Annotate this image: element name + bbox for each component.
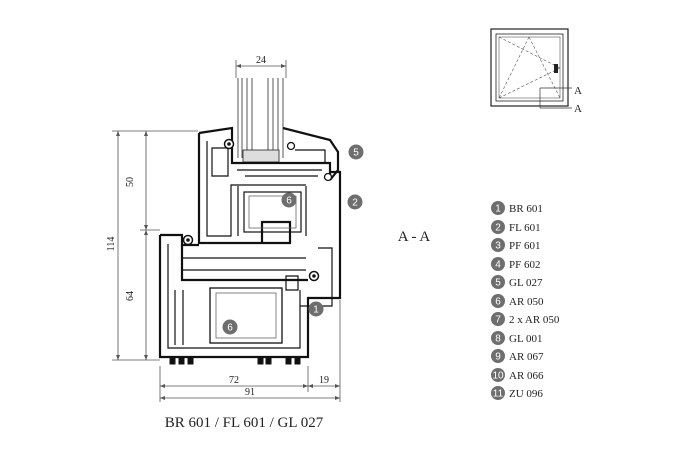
svg-text:5: 5 — [495, 278, 501, 289]
svg-text:1: 1 — [313, 305, 319, 316]
svg-text:2: 2 — [495, 223, 501, 234]
drawing-caption: BR 601 / FL 601 / GL 027 — [165, 415, 324, 431]
svg-text:4: 4 — [495, 260, 501, 271]
svg-text:GL 001: GL 001 — [509, 333, 543, 345]
glazing-unit — [237, 78, 284, 163]
svg-text:11: 11 — [493, 389, 504, 400]
frame-profile — [158, 170, 342, 365]
section-label: A - A — [398, 229, 431, 245]
legend-item: 8 GL 001 — [491, 331, 543, 345]
svg-text:FL 601: FL 601 — [509, 222, 541, 234]
legend-item: 7 2 x AR 050 — [491, 312, 560, 326]
section-mark-a-upper: A — [574, 85, 582, 97]
legend-item: 10 AR 066 — [491, 368, 544, 382]
legend-item: 6 AR 050 — [491, 294, 544, 308]
sash-profile — [197, 126, 340, 245]
dim-label-width-side: 19 — [319, 375, 329, 386]
dim-label-height-total: 114 — [106, 237, 117, 252]
legend-item: 1 BR 601 — [491, 201, 543, 215]
section-mark-a-lower: A — [574, 103, 582, 115]
dim-label-width-total: 91 — [245, 387, 255, 398]
svg-text:6: 6 — [495, 297, 501, 308]
legend-item: 2 FL 601 — [491, 220, 541, 234]
legend-item: 3 PF 601 — [491, 238, 541, 252]
callout-badge: 6 — [281, 192, 297, 208]
legend-item: 5 GL 027 — [491, 275, 543, 289]
dimension-widths: 72 19 91 — [159, 300, 341, 402]
svg-text:GL 027: GL 027 — [509, 277, 543, 289]
svg-text:10: 10 — [492, 371, 504, 382]
dimension-top-width: 24 — [235, 55, 287, 78]
svg-text:9: 9 — [495, 352, 501, 363]
svg-text:6: 6 — [227, 323, 233, 334]
dim-label-height-lower: 64 — [125, 291, 136, 301]
callout-badge: 2 — [347, 194, 363, 210]
dim-label-width-main: 72 — [229, 375, 239, 386]
svg-text:2: 2 — [352, 198, 358, 209]
parts-legend: 1 BR 601 2 FL 601 3 PF 601 4 PF 602 5 GL… — [491, 201, 560, 400]
callout-badge: 6 — [222, 319, 238, 335]
handle-icon — [554, 64, 558, 73]
callout-badge: 1 — [308, 301, 324, 317]
svg-text:2 x AR 050: 2 x AR 050 — [509, 314, 560, 326]
svg-text:8: 8 — [495, 334, 501, 345]
svg-text:PF 601: PF 601 — [509, 240, 541, 252]
svg-text:5: 5 — [353, 148, 359, 159]
svg-text:1: 1 — [495, 204, 501, 215]
dim-label-height-upper: 50 — [125, 177, 136, 187]
svg-text:ZU 096: ZU 096 — [509, 388, 543, 400]
legend-item: 4 PF 602 — [491, 257, 541, 271]
svg-text:7: 7 — [495, 315, 501, 326]
window-section-profile — [158, 78, 342, 365]
window-elevation-diagram: A A — [490, 28, 582, 115]
svg-text:6: 6 — [286, 196, 292, 207]
svg-text:AR 067: AR 067 — [509, 351, 544, 363]
svg-text:AR 050: AR 050 — [509, 296, 544, 308]
legend-item: 9 AR 067 — [491, 349, 544, 363]
svg-text:PF 602: PF 602 — [509, 259, 541, 271]
dimension-heights: 50 114 64 — [106, 130, 198, 361]
legend-item: 11 ZU 096 — [491, 386, 543, 400]
callout-badge: 5 — [348, 144, 364, 160]
svg-text:BR 601: BR 601 — [509, 203, 543, 215]
svg-text:AR 066: AR 066 — [509, 370, 544, 382]
dim-label-top-width: 24 — [256, 55, 266, 66]
svg-text:3: 3 — [495, 241, 501, 252]
